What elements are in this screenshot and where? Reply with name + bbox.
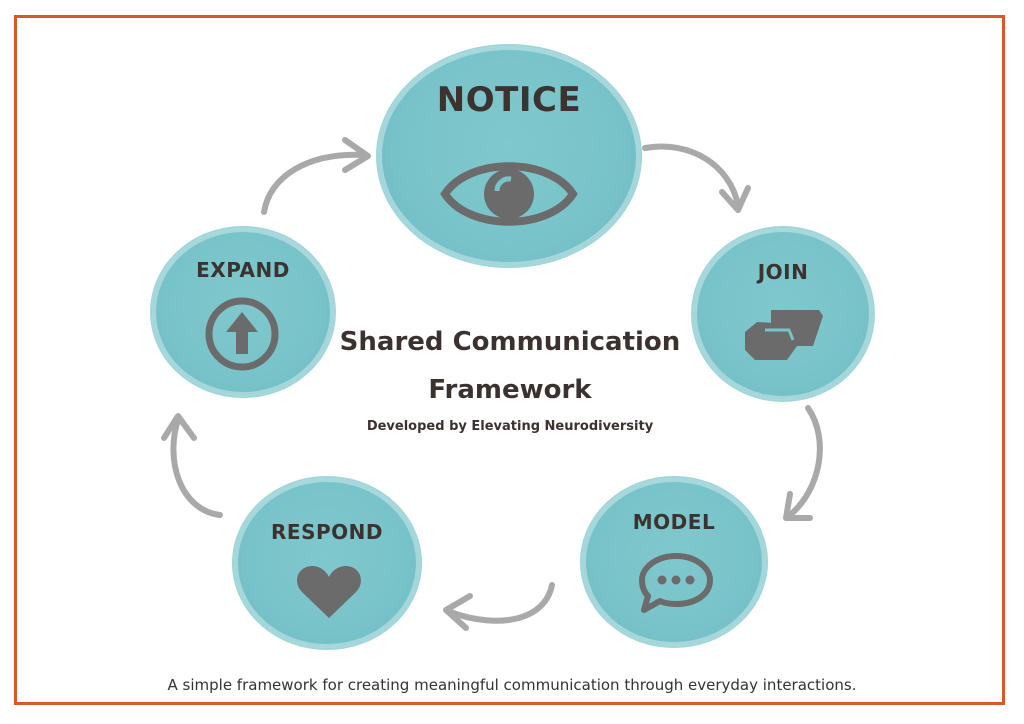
up-arrow-circle-icon [205, 297, 279, 371]
node-respond-label: RESPOND [271, 520, 383, 544]
node-notice: NOTICE [378, 46, 640, 266]
node-expand: EXPAND [152, 228, 334, 396]
node-respond: RESPOND [234, 478, 420, 648]
arrow-respond-to-expand [161, 413, 223, 518]
footer-caption: A simple framework for creating meaningf… [167, 676, 857, 694]
node-expand-label: EXPAND [196, 258, 290, 282]
node-model: MODEL [582, 478, 766, 646]
node-notice-label: NOTICE [436, 80, 582, 120]
heart-icon [297, 566, 361, 618]
speech-bubble-icon [639, 553, 713, 613]
handshake-icon [745, 310, 823, 360]
arrow-join-to-model [783, 405, 823, 521]
eye-icon [440, 162, 578, 226]
arrow-model-to-respond [443, 582, 555, 631]
arrow-notice-to-join [642, 143, 751, 213]
node-join-label: JOIN [757, 260, 809, 284]
node-model-label: MODEL [632, 510, 716, 534]
diagram-title-line1: Shared Communication [339, 327, 681, 357]
diagram-title-line2: Framework [428, 375, 592, 405]
page-border [14, 15, 1005, 705]
arrow-expand-to-notice [261, 137, 371, 215]
node-join: JOIN [693, 228, 873, 400]
diagram-subtitle: Developed by Elevating Neurodiversity [366, 419, 654, 434]
